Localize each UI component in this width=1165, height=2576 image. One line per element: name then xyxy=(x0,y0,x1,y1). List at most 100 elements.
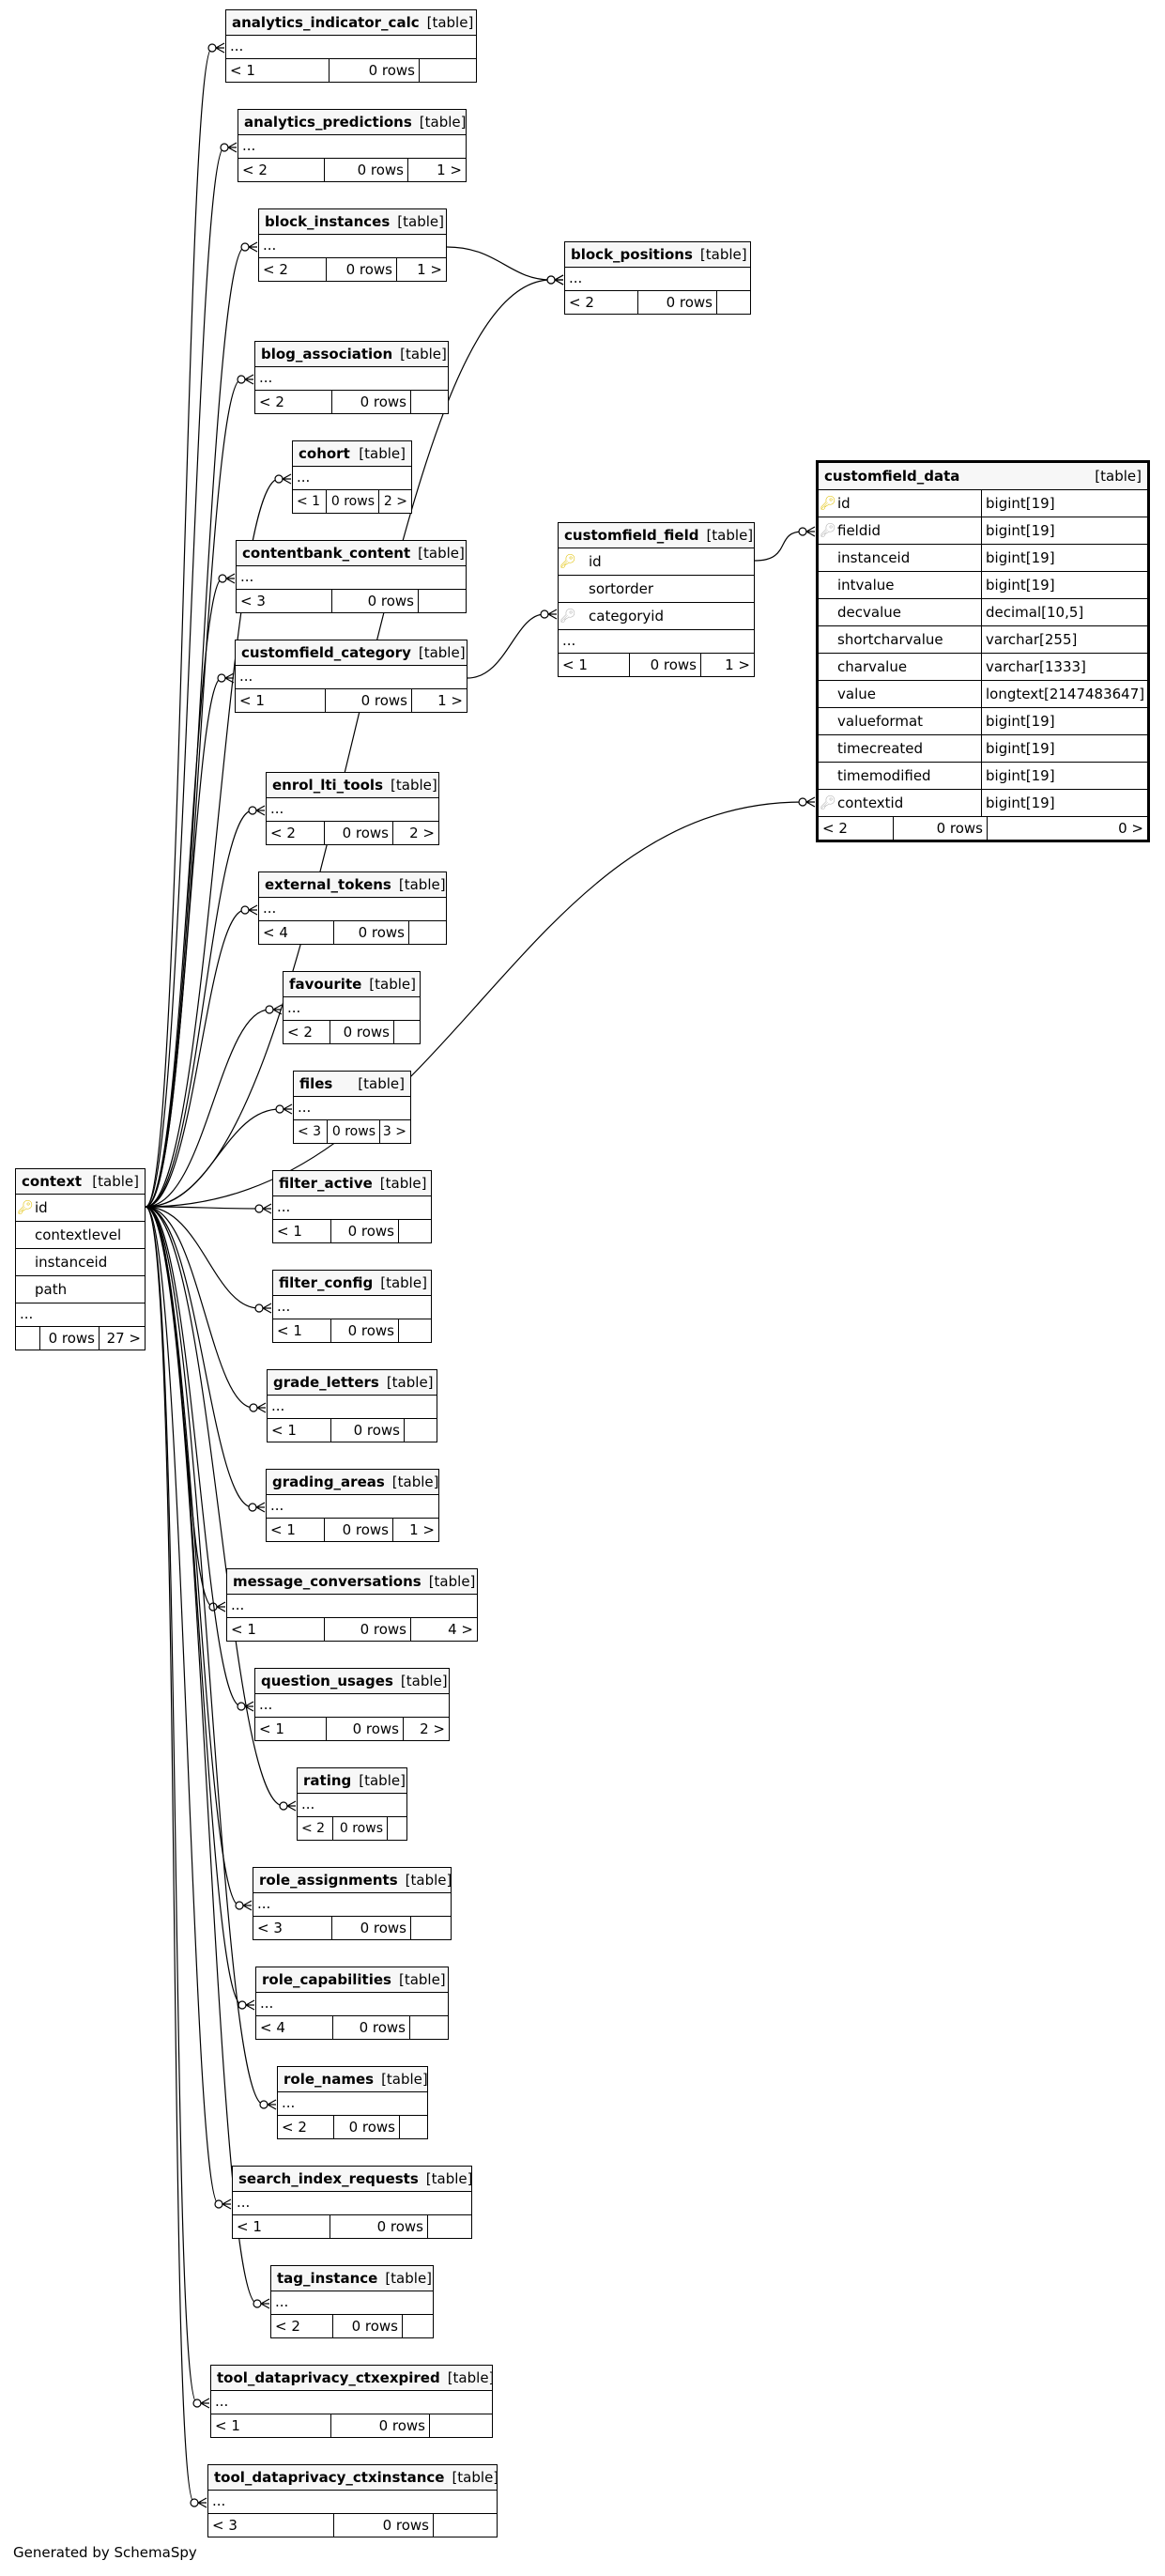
table-context[interactable]: context[table] 🔑︎id contextlevel instanc… xyxy=(15,1168,146,1350)
children-count[interactable] xyxy=(717,291,750,314)
table-type: [table] xyxy=(426,14,474,31)
parents-count[interactable]: < 1 xyxy=(293,490,327,513)
parents-count[interactable]: < 1 xyxy=(273,1319,331,1342)
parents-count[interactable]: < 1 xyxy=(255,1718,327,1740)
parents-count[interactable]: < 2 xyxy=(255,391,332,413)
children-count[interactable]: 2 > xyxy=(420,1720,445,1737)
parents-count[interactable]: < 1 xyxy=(211,2414,331,2437)
parents-count[interactable]: < 3 xyxy=(253,1917,332,1939)
children-count[interactable] xyxy=(419,590,466,612)
parents-count[interactable]: < 1 xyxy=(268,1419,331,1442)
children-count[interactable] xyxy=(399,1220,431,1242)
parents-count[interactable]: < 2 xyxy=(278,2116,334,2138)
parents-count[interactable]: < 2 xyxy=(284,1021,330,1043)
children-count[interactable] xyxy=(428,2215,471,2238)
children-count[interactable] xyxy=(400,2116,427,2138)
parents-count[interactable]: < 2 xyxy=(238,159,325,181)
parents-count[interactable]: < 2 xyxy=(565,291,638,314)
parents-count[interactable]: < 3 xyxy=(294,1120,328,1143)
children-count[interactable] xyxy=(405,1419,437,1442)
parents-count[interactable]: < 1 xyxy=(236,689,326,712)
children-count[interactable] xyxy=(411,391,448,413)
parents-count[interactable]: < 1 xyxy=(267,1519,325,1541)
parents-count[interactable] xyxy=(16,1327,40,1350)
children-count[interactable]: 1 > xyxy=(725,656,750,673)
children-count[interactable]: 27 > xyxy=(106,1330,141,1347)
parents-count[interactable]: < 2 xyxy=(267,822,325,844)
children-count[interactable]: 1 > xyxy=(417,261,442,278)
parents-count[interactable]: < 2 xyxy=(271,2315,333,2337)
parents-count[interactable]: < 3 xyxy=(237,590,332,612)
foreign-key-icon: 🔑︎ xyxy=(820,523,836,538)
parents-count[interactable]: < 1 xyxy=(227,1618,325,1641)
children-count[interactable] xyxy=(411,1917,451,1939)
children-count[interactable] xyxy=(394,1021,420,1043)
parents-count[interactable]: < 4 xyxy=(256,2016,333,2039)
relationship-line xyxy=(145,1206,198,2404)
column-name: charvalue xyxy=(837,658,908,675)
children-count[interactable]: 2 > xyxy=(383,494,407,509)
parents-count[interactable]: < 1 xyxy=(559,654,630,676)
children-count[interactable]: 3 > xyxy=(382,1124,406,1139)
parents-count[interactable]: < 3 xyxy=(208,2514,334,2537)
children-count[interactable]: 1 > xyxy=(409,1521,435,1538)
parents-count[interactable]: < 4 xyxy=(259,921,334,944)
parents-count[interactable]: < 2 xyxy=(819,817,894,840)
parents-count[interactable]: < 1 xyxy=(233,2215,330,2238)
table-tool_dataprivacy_ctxinstance[interactable]: tool_dataprivacy_ctxinstance[table] ... … xyxy=(207,2464,498,2537)
row-count: 0 rows xyxy=(332,391,411,413)
parents-count[interactable]: < 2 xyxy=(298,1817,333,1840)
parents-count[interactable]: < 1 xyxy=(273,1220,331,1242)
children-count[interactable] xyxy=(403,2315,433,2337)
children-count[interactable] xyxy=(399,1319,431,1342)
column-name: intvalue xyxy=(837,577,895,594)
children-count[interactable]: 1 > xyxy=(437,692,463,709)
optional-marker xyxy=(274,474,284,484)
children-count[interactable]: 2 > xyxy=(409,825,435,841)
table-type: [table] xyxy=(398,1971,446,1988)
children-count[interactable]: 1 > xyxy=(437,162,462,178)
children-count[interactable]: 4 > xyxy=(448,1621,473,1638)
columns-ellipsis: ... xyxy=(267,798,438,822)
row-count: 0 rows xyxy=(330,2215,428,2238)
table-tool_dataprivacy_ctxexpired[interactable]: tool_dataprivacy_ctxexpired[table] ... <… xyxy=(210,2365,493,2438)
optional-marker xyxy=(240,905,250,915)
children-count[interactable] xyxy=(409,921,446,944)
parents-count[interactable]: < 2 xyxy=(259,258,327,281)
children-count[interactable] xyxy=(410,2016,448,2039)
children-count[interactable]: 0 > xyxy=(1118,820,1143,837)
children-count[interactable] xyxy=(430,2414,492,2437)
table-name: customfield_data xyxy=(824,468,960,485)
table-customfield_field[interactable]: customfield_field[table] 🔑︎id sortorder … xyxy=(558,522,755,677)
row-count: 0 rows xyxy=(325,1618,411,1641)
children-count[interactable] xyxy=(434,2514,497,2537)
children-count[interactable] xyxy=(388,1817,406,1840)
children-count[interactable] xyxy=(420,59,476,82)
parents-count[interactable]: < 1 xyxy=(226,59,330,82)
